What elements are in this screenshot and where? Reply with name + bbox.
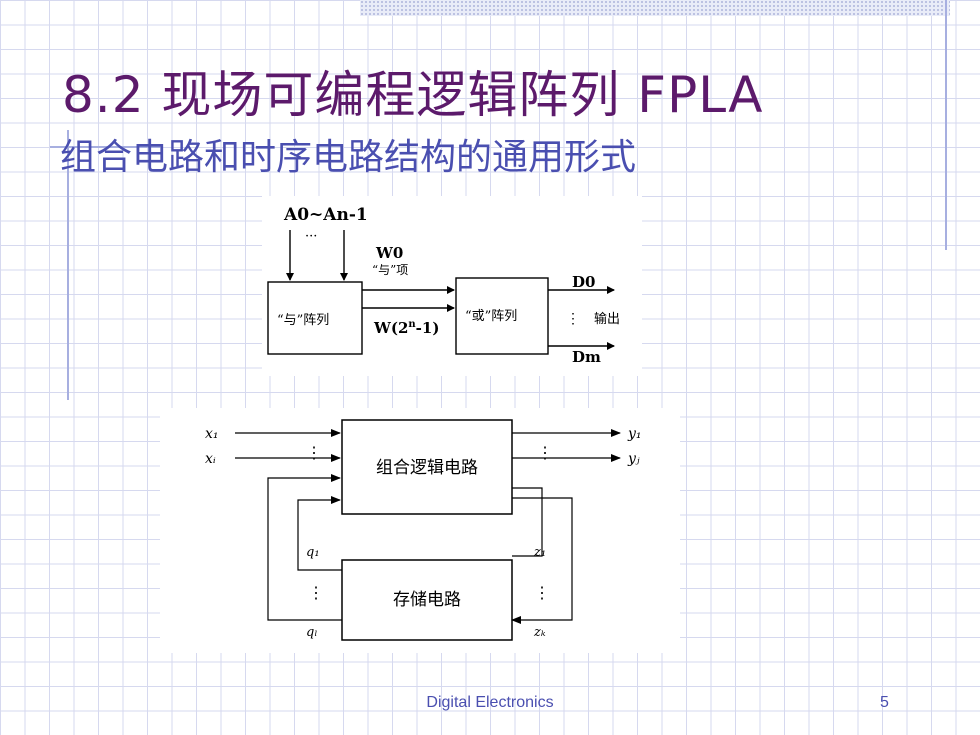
inputs-label: A0~An-1 [283, 205, 368, 225]
and-term-label: “与”项 [372, 263, 408, 277]
and-array-label: “与”阵列 [277, 313, 329, 328]
output-label: 输出 [594, 311, 620, 327]
inputs-dots: ··· [305, 229, 317, 244]
q1-feedback-line [297, 496, 342, 571]
decor-line-left [67, 130, 69, 400]
or-array-label: “或”阵列 [465, 309, 517, 324]
sequential-circuit-diagram: 组合逻辑电路 存储电路 x₁ xᵢ ⋮ ⋮ y₁ yⱼ z₁ ⋮ zₖ q₁ ⋮… [160, 408, 680, 653]
combinational-logic-block [341, 419, 513, 515]
top-decoration-band [360, 0, 950, 16]
wlast-suffix: -1) [416, 319, 440, 337]
or-array-block [455, 277, 549, 355]
fpla-diagram-svg: A0~An-1 ··· “与”阵列 W0 “与”项 W(2n-1) “或”阵列 … [267, 205, 620, 366]
x1-label: x₁ [205, 426, 219, 442]
yj-label: yⱼ [627, 451, 640, 467]
zk-feedback-line [511, 497, 573, 624]
slide-subtitle: 组合电路和时序电路结构的通用形式 [60, 137, 637, 178]
memory-label: 存储电路 [393, 590, 461, 610]
footer-course-name: Digital Electronics [426, 694, 554, 711]
ql-feedback-line [267, 474, 342, 621]
fpla-block-diagram: A0~An-1 ··· “与”阵列 W0 “与”项 W(2n-1) “或”阵列 … [262, 196, 642, 376]
w0-label: W0 [375, 244, 403, 262]
output-vdots: ⋮ [537, 443, 553, 462]
wlast-prefix: W(2 [373, 319, 408, 337]
dm-label: Dm [572, 348, 601, 366]
footer-page-number: 5 [880, 694, 889, 711]
input-vdots: ⋮ [306, 443, 322, 462]
decor-line-right [945, 0, 947, 250]
ql-vdots: ⋮ [308, 583, 324, 602]
output-dots: ⋮ [566, 311, 580, 327]
sequential-diagram-svg: 组合逻辑电路 存储电路 x₁ xᵢ ⋮ ⋮ y₁ yⱼ z₁ ⋮ zₖ q₁ ⋮… [205, 419, 642, 641]
y1-label: y₁ [627, 426, 642, 442]
d0-label: D0 [572, 273, 595, 291]
slide-title: 8.2 现场可编程逻辑阵列 FPLA [62, 66, 764, 124]
wlast-sup: n [408, 319, 416, 330]
q1-label: q₁ [306, 545, 320, 560]
wlast-label: W(2n-1) [373, 319, 439, 337]
combinational-logic-label: 组合逻辑电路 [376, 458, 478, 478]
z1-feedback-line [512, 487, 543, 557]
ql-label: qₗ [306, 625, 317, 640]
xi-label: xᵢ [205, 451, 216, 467]
and-array-block [267, 281, 363, 355]
zk-vdots: ⋮ [534, 583, 550, 602]
decor-line-horizontal [50, 146, 160, 148]
memory-block [341, 559, 513, 641]
zk-label: zₖ [533, 625, 546, 640]
z1-label: z₁ [533, 545, 546, 560]
